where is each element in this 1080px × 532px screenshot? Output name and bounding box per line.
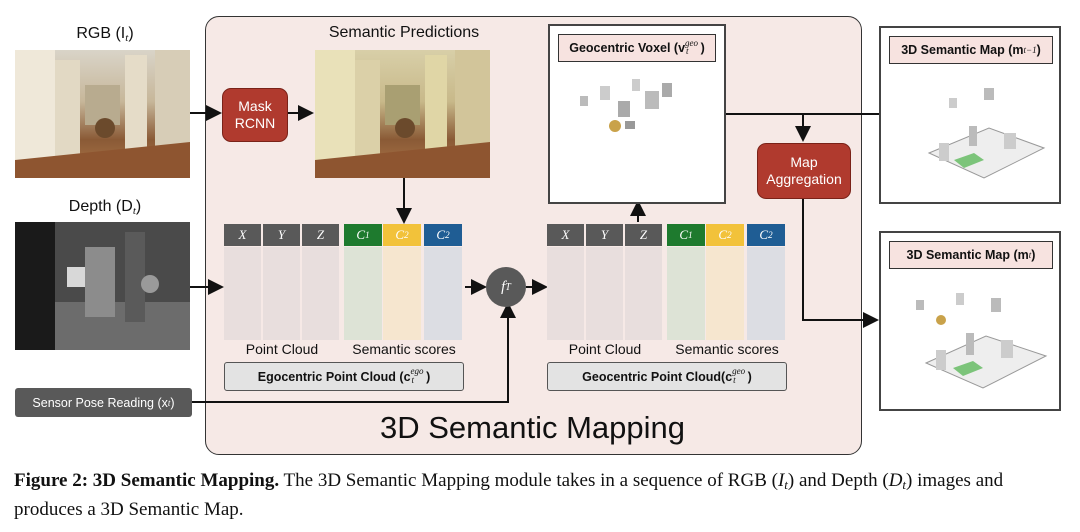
ego-col-y xyxy=(263,247,300,340)
ego-point-cloud-label: Point Cloud xyxy=(245,341,319,357)
map-prev-render xyxy=(927,88,1046,179)
ego-header-z: Z xyxy=(302,224,339,246)
map-aggregation-box: Map Aggregation xyxy=(757,143,851,199)
geo-point-cloud-label: Point Cloud xyxy=(568,341,642,357)
ego-col-c1 xyxy=(344,247,382,340)
ego-semantic-scores-label: Semantic scores xyxy=(352,341,456,357)
caption-var-1: I xyxy=(777,470,785,491)
ego-col-z xyxy=(302,247,339,340)
geo-header-z: Z xyxy=(625,224,662,246)
depth-label: Depth (Dt) xyxy=(68,198,142,217)
semantic-predictions-label: Semantic Predictions xyxy=(328,24,480,41)
geo-header-y: Y xyxy=(586,224,623,246)
rgb-image xyxy=(15,50,190,178)
geo-col-c2b xyxy=(747,247,785,340)
caption-var-2-sub: t xyxy=(902,477,907,492)
geo-semantic-scores-label: Semantic scores xyxy=(675,341,779,357)
map-current-render xyxy=(916,293,1048,389)
ego-col-c2b xyxy=(424,247,462,340)
mask-rcnn-box: Mask RCNN xyxy=(222,88,288,142)
ego-header-x: X xyxy=(224,224,261,246)
caption-text-1: The 3D Semantic Mapping module takes in … xyxy=(279,470,778,491)
ego-col-c2a xyxy=(383,247,421,340)
geo-col-z xyxy=(625,247,662,340)
voxel-render xyxy=(580,79,672,132)
caption-label: Figure 2: 3D Semantic Mapping. xyxy=(14,470,280,491)
depth-image xyxy=(15,222,190,350)
module-title: 3D Semantic Mapping xyxy=(380,410,685,445)
geo-col-c2a xyxy=(706,247,744,340)
ego-col-x xyxy=(224,247,261,340)
geo-col-y xyxy=(586,247,623,340)
caption-text-3: ) images and produces a 3D Semantic Map. xyxy=(14,470,1004,520)
caption-var-1-sub: t xyxy=(784,477,788,492)
rgb-label: RGB (It) xyxy=(76,25,134,44)
geo-col-x xyxy=(547,247,584,340)
ego-header-y: Y xyxy=(263,224,300,246)
geo-header-x: X xyxy=(547,224,584,246)
caption-var-2: D xyxy=(888,470,903,491)
caption-text-2: ) and Depth ( xyxy=(787,470,889,491)
geo-col-c1 xyxy=(667,247,705,340)
figure-caption: Figure 2: 3D Semantic Mapping. The 3D Se… xyxy=(14,468,1074,522)
semantic-predictions-image xyxy=(315,50,490,178)
